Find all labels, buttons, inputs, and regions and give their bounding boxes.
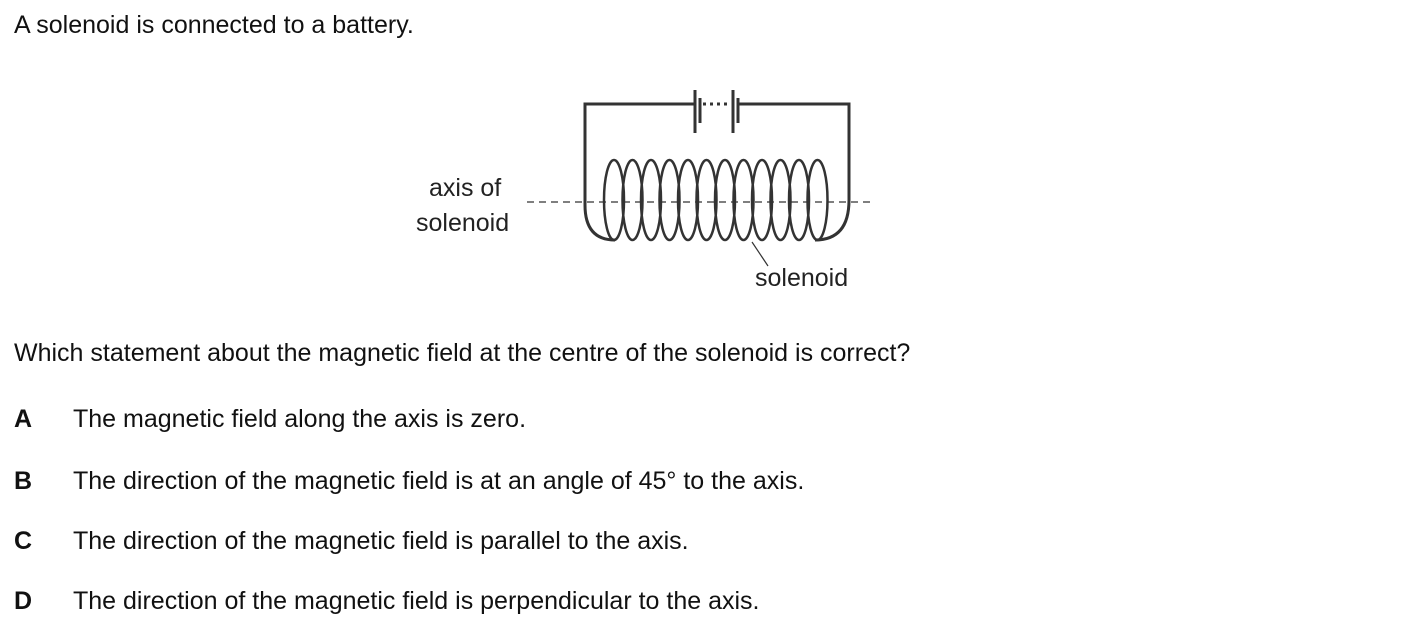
option-a-text: The magnetic field along the axis is zer… <box>73 405 527 433</box>
option-a-letter: A <box>14 405 33 433</box>
coil-loop <box>602 158 626 242</box>
option-d-letter: D <box>14 587 33 615</box>
coil-loop <box>621 158 644 242</box>
coil-loop <box>639 158 663 242</box>
option-d-text: The direction of the magnetic field is p… <box>73 587 760 615</box>
solenoid-coil <box>602 158 829 242</box>
axis-label-line2: solenoid <box>416 209 509 237</box>
coil-loop <box>695 158 718 242</box>
option-b-text: The direction of the magnetic field is a… <box>73 467 805 495</box>
battery-icon <box>693 90 740 133</box>
option-c-letter: C <box>14 527 33 555</box>
intro-text: A solenoid is connected to a battery. <box>14 11 414 39</box>
solenoid-leader-line <box>751 241 769 267</box>
coil-loop <box>787 158 811 242</box>
coil-loop <box>713 158 737 242</box>
coil-loop <box>806 158 829 242</box>
coil-loop <box>750 158 774 242</box>
option-c-text: The direction of the magnetic field is p… <box>73 527 689 555</box>
coil-loop <box>658 158 681 242</box>
coil-loop <box>732 158 755 242</box>
option-b-letter: B <box>14 467 33 495</box>
circuit-wire <box>583 102 851 242</box>
axis-label-line1: axis of <box>429 174 501 202</box>
solenoid-label: solenoid <box>755 264 848 292</box>
question-text: Which statement about the magnetic field… <box>14 339 911 367</box>
coil-loop <box>769 158 792 242</box>
coil-loop <box>676 158 700 242</box>
